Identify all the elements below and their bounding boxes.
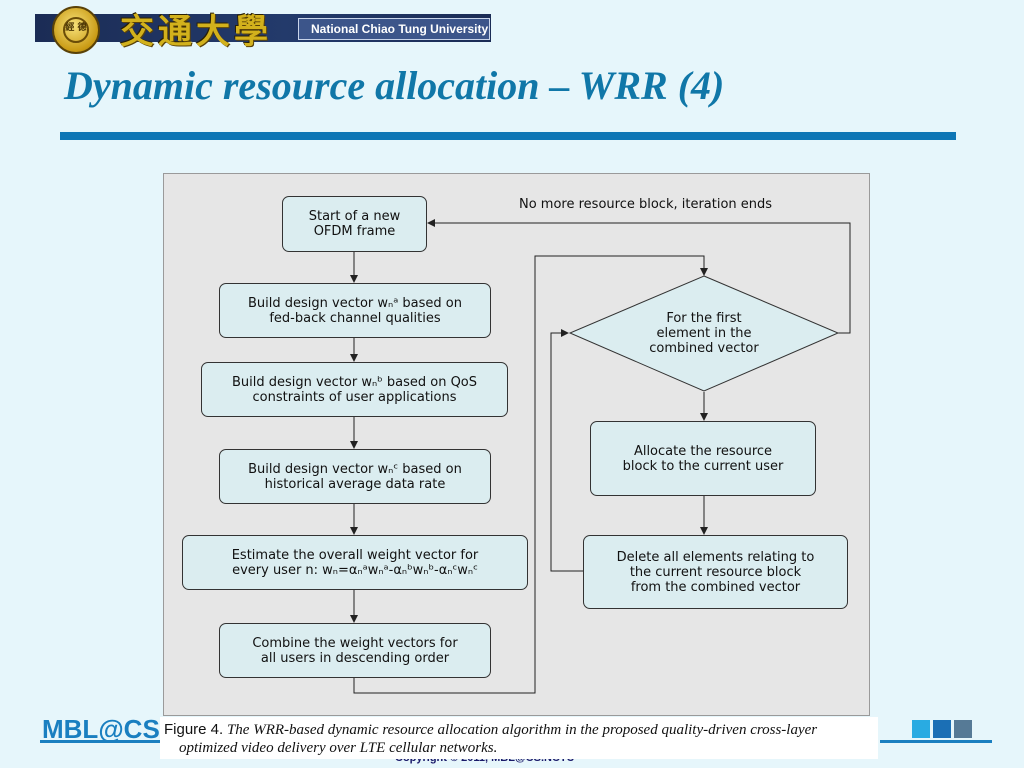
- figure-caption-box: Figure 4. The WRR-based dynamic resource…: [160, 717, 878, 759]
- seal-inner-ring: [63, 17, 89, 43]
- box-line: all users in descending order: [260, 650, 450, 666]
- box-line: Build design vector wₙᶜ based on: [248, 461, 462, 477]
- box-line: historical average data rate: [264, 476, 446, 492]
- box-line: Build design vector wₙᵇ based on QoS: [231, 374, 478, 390]
- mbl-logo: MBL@CS: [42, 714, 160, 744]
- seal-text: 經 德: [65, 23, 87, 33]
- box-line: OFDM frame: [313, 224, 396, 239]
- footer-square-2: [933, 720, 951, 738]
- footer-rule-left: [40, 740, 160, 743]
- box-line: every user n: wₙ=αₙᵃwₙᵃ-αₙᵇwₙᵇ-αₙᶜwₙᶜ: [232, 562, 478, 578]
- decision-line: For the first: [666, 311, 742, 326]
- footer-rule-right: [880, 740, 992, 743]
- box-line: Start of a new: [308, 209, 401, 224]
- box-line: block to the current user: [622, 458, 784, 474]
- caption-line-2: optimized video delivery over LTE cellul…: [179, 740, 498, 756]
- footer-square-3: [954, 720, 972, 738]
- decision-line: element in the: [656, 326, 752, 341]
- box-line: from the combined vector: [630, 579, 801, 595]
- figure-label: Figure 4.: [164, 721, 224, 738]
- arrow-delete-loop: [550, 329, 584, 572]
- university-seal-logo: 經 德: [52, 6, 100, 54]
- decision-text: For the first element in the combined ve…: [634, 311, 774, 356]
- box-line: Allocate the resource: [633, 443, 773, 459]
- box-line: fed-back channel qualities: [269, 310, 441, 326]
- decision-line: combined vector: [649, 341, 759, 356]
- title-underline: [60, 132, 956, 140]
- box-line: the current resource block: [629, 564, 802, 580]
- caption-line-1: The WRR-based dynamic resource allocatio…: [223, 722, 818, 738]
- box-line: constraints of user applications: [252, 389, 457, 405]
- flowchart-connectors: [350, 219, 851, 694]
- university-chinese-name: 交通大學: [120, 12, 272, 52]
- slide-title: Dynamic resource allocation – WRR (4): [64, 63, 725, 108]
- figure-caption: Figure 4. The WRR-based dynamic resource…: [164, 721, 874, 757]
- iteration-ends-label: No more resource block, iteration ends: [519, 197, 773, 212]
- box-line: Estimate the overall weight vector for: [231, 547, 479, 563]
- flowchart-figure: No more resource block, iteration ends S…: [163, 173, 870, 716]
- footer-squares: [912, 720, 975, 740]
- box-line: Delete all elements relating to: [616, 549, 815, 565]
- arrow-iteration-end: [427, 219, 851, 334]
- university-name-box: National Chiao Tung University: [298, 18, 490, 40]
- box-line: Combine the weight vectors for: [252, 635, 458, 651]
- university-english-name: National Chiao Tung University: [311, 22, 489, 36]
- arrow-6-decision: [353, 255, 708, 694]
- box-line: Build design vector wₙᵃ based on: [248, 295, 462, 311]
- footer-square-1: [912, 720, 930, 738]
- decision-diamond: [568, 275, 840, 392]
